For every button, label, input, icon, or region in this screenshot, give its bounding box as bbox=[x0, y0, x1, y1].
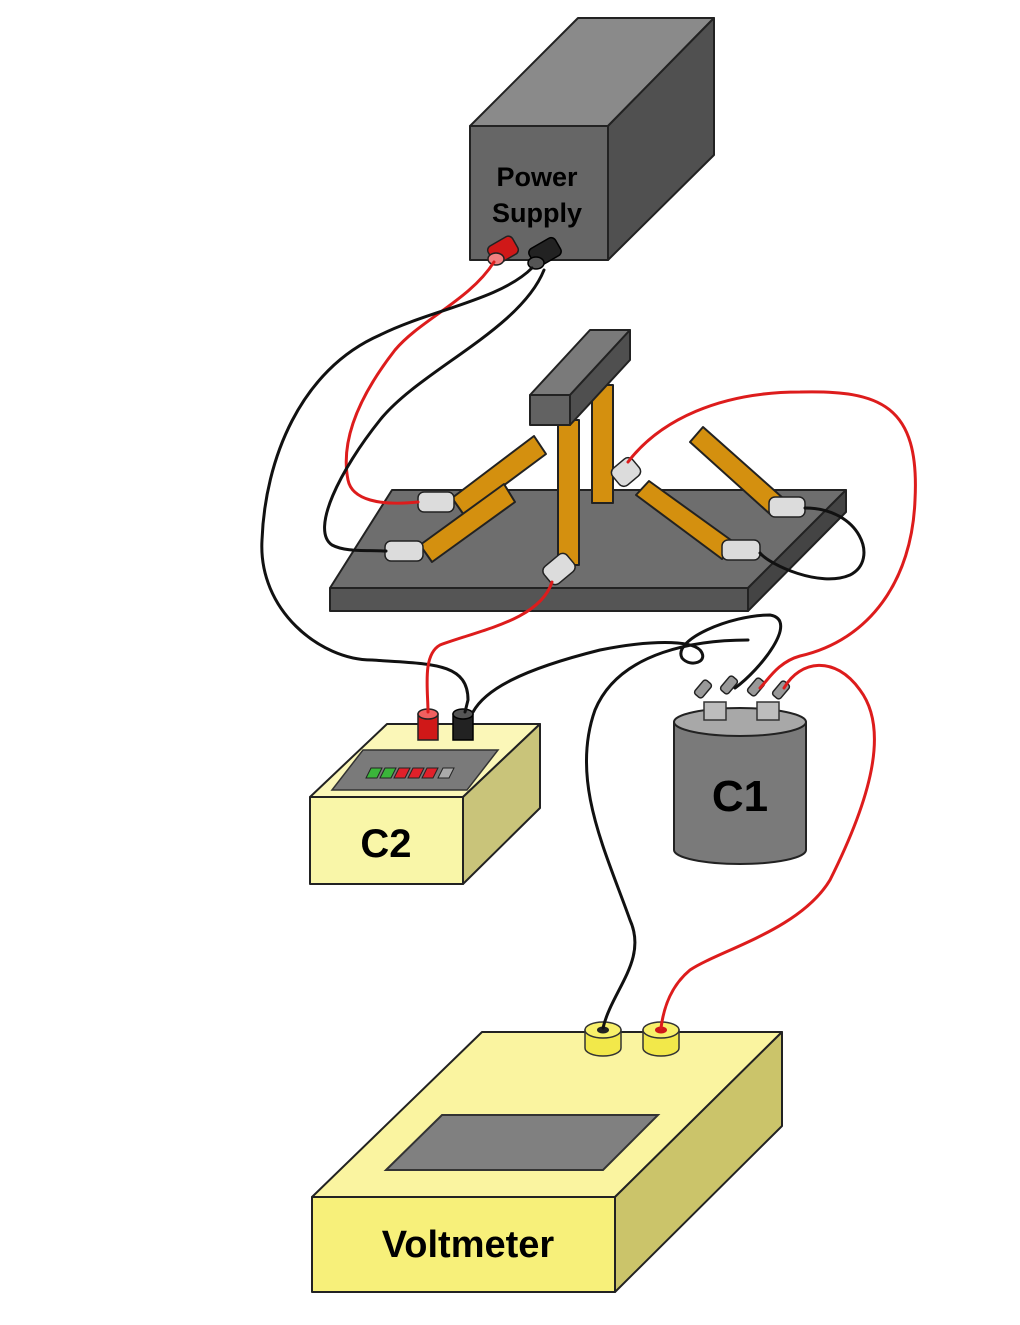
apparatus-rods bbox=[419, 329, 785, 566]
c2-black-terminal bbox=[452, 708, 474, 741]
capacitor-c1: C1 bbox=[673, 675, 807, 865]
wire-red-c1-to-voltmeter bbox=[659, 663, 876, 1030]
wire-black-c2-to-c1 bbox=[471, 613, 783, 714]
wire-black-power-to-c2 bbox=[260, 266, 534, 714]
clip-front-post bbox=[542, 552, 576, 586]
voltmeter-black-terminal bbox=[584, 1021, 622, 1057]
clip-back-post bbox=[610, 456, 642, 488]
power-supply-red-terminal bbox=[486, 235, 520, 266]
voltmeter-red-terminal bbox=[642, 1021, 680, 1057]
clip-right-lower bbox=[721, 539, 761, 561]
wire-black-power-to-clip bbox=[323, 268, 546, 553]
apparatus-clips bbox=[384, 456, 806, 586]
c2-led-bar bbox=[365, 767, 455, 779]
voltmeter-label: Voltmeter bbox=[382, 1224, 555, 1266]
clip-right-upper bbox=[768, 496, 806, 518]
c1-terminal-tabs bbox=[703, 701, 780, 721]
c2-red-terminal bbox=[417, 708, 439, 741]
power-supply: Power Supply bbox=[469, 17, 715, 270]
c1-label: C1 bbox=[712, 772, 768, 821]
c1-alligator-clips bbox=[693, 675, 791, 700]
voltmeter-display bbox=[383, 1114, 661, 1171]
power-supply-label-line2: Supply bbox=[492, 198, 582, 228]
wire-black-rod-to-c1 bbox=[758, 506, 866, 581]
wire-red-power-to-rod bbox=[344, 260, 496, 505]
power-supply-black-terminal bbox=[527, 236, 562, 270]
power-supply-label-line1: Power bbox=[496, 162, 578, 192]
voltmeter: Voltmeter bbox=[311, 1021, 783, 1293]
clip-left-upper bbox=[417, 491, 455, 513]
c2-label: C2 bbox=[360, 822, 411, 866]
wires bbox=[260, 260, 917, 1030]
clip-left-lower bbox=[384, 540, 424, 562]
wire-red-rod-to-c1 bbox=[626, 390, 917, 690]
wire-red-rod-to-c2 bbox=[425, 580, 554, 714]
meter-c2: C2 bbox=[309, 708, 541, 885]
apparatus-base bbox=[329, 489, 847, 612]
wire-black-c1-to-voltmeter bbox=[584, 638, 750, 1030]
